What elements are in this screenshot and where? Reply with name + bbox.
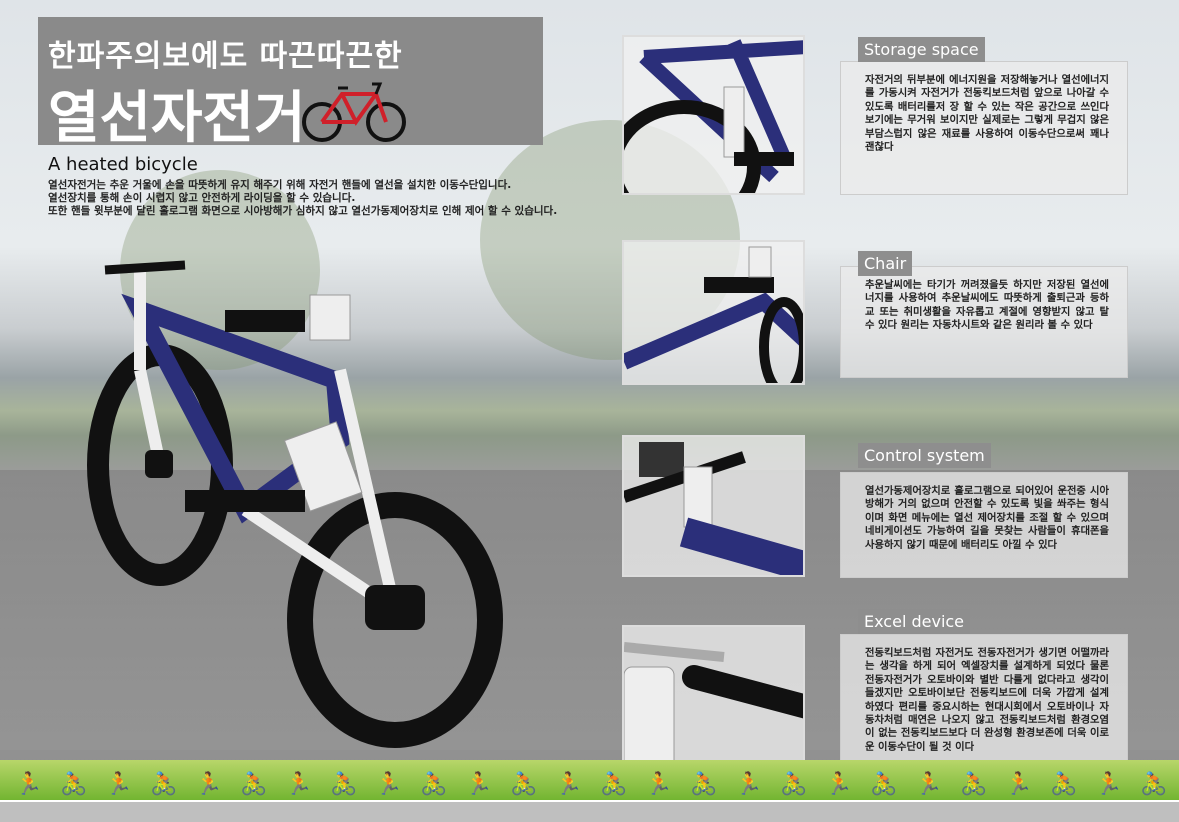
chair-description: 추운날씨에는 타기가 꺼려졌을듯 하지만 저장된 열선에너지를 사용하여 추운날…: [840, 266, 1128, 378]
silhouette-icon: 🚴: [150, 772, 178, 797]
storage-space-description: 자전거의 뒤부분에 에너지원을 저장해놓거나 열선에너지를 가동시켜 자전거가 …: [840, 61, 1128, 195]
silhouette-icon: 🏃: [1095, 772, 1123, 797]
silhouette-icon: 🏃: [105, 772, 133, 797]
storage-detail-illustration: [624, 39, 803, 193]
red-bicycle-icon: [302, 82, 406, 142]
heated-bicycle-illustration: [87, 260, 503, 748]
control-system-image: [622, 435, 805, 577]
excel-device-image: [622, 625, 805, 775]
intro-line: 또한 핸들 윗부분에 달린 홀로그램 화면으로 시아방해가 심하지 않고 열선가…: [48, 205, 558, 217]
intro-line: 열선자전거는 추운 거울에 손을 따뜻하게 유지 해주기 위해 자전거 핸들에 …: [48, 179, 512, 191]
silhouette-icon: 🚴: [960, 772, 988, 797]
title-box: 한파주의보에도 따끈따끈한 열선자전거: [38, 17, 543, 151]
storage-space-image: [622, 35, 805, 195]
intro-line: 열선장치를 통해 손이 시렵지 않고 안전하게 라이딩을 할 수 있습니다.: [48, 192, 356, 204]
chair-detail-illustration: [624, 246, 803, 383]
silhouette-icon: 🚴: [510, 772, 538, 797]
storage-space-heading: Storage space: [858, 37, 985, 62]
silhouette-icon: 🏃: [15, 772, 43, 797]
silhouette-icon: 🚴: [600, 772, 628, 797]
silhouette-icon: 🚴: [330, 772, 358, 797]
silhouette-icon: 🚴: [1140, 772, 1168, 797]
silhouette-icon: 🏃: [195, 772, 223, 797]
silhouette-icon: 🏃: [555, 772, 583, 797]
chair-image: [622, 240, 805, 385]
bottom-road-strip: [0, 800, 1179, 822]
intro-heading: A heated bicycle: [48, 154, 198, 175]
excel-device-detail-illustration: [624, 642, 803, 773]
silhouette-icon: 🚴: [420, 772, 448, 797]
intro-text: 열선자전거는 추운 거울에 손을 따뜻하게 유지 해주기 위해 자전거 핸들에 …: [48, 179, 558, 218]
silhouette-icon: 🏃: [285, 772, 313, 797]
silhouette-icon: 🚴: [1050, 772, 1078, 797]
silhouette-icon: 🏃: [915, 772, 943, 797]
silhouette-icon: 🏃: [645, 772, 673, 797]
control-system-heading: Control system: [858, 443, 991, 468]
silhouette-icon: 🏃: [735, 772, 763, 797]
silhouette-icon: 🚴: [690, 772, 718, 797]
silhouette-icon: 🏃: [1005, 772, 1033, 797]
silhouette-icon: 🏃: [375, 772, 403, 797]
silhouette-icon: 🏃: [825, 772, 853, 797]
control-system-description: 열선가동제어장치로 홀로그램으로 되어있어 운전중 시아 방해가 거의 없으며 …: [840, 472, 1128, 578]
silhouette-icon: 🏃: [465, 772, 493, 797]
chair-heading: Chair: [858, 251, 913, 276]
control-detail-illustration: [624, 442, 803, 575]
silhouette-icon: 🚴: [240, 772, 268, 797]
title-line1: 한파주의보에도 따끈따끈한: [48, 39, 403, 74]
excel-device-heading: Excel device: [858, 609, 971, 634]
grass-strip: [0, 760, 1179, 802]
silhouette-icon: 🚴: [780, 772, 808, 797]
silhouette-icon: 🚴: [60, 772, 88, 797]
excel-device-description: 전동킥보드처럼 자전거도 전동자전거가 생기면 어떨까라는 생각을 하게 되어 …: [840, 634, 1128, 772]
silhouette-icon: 🚴: [870, 772, 898, 797]
title-line2: 열선자전거: [48, 86, 306, 151]
